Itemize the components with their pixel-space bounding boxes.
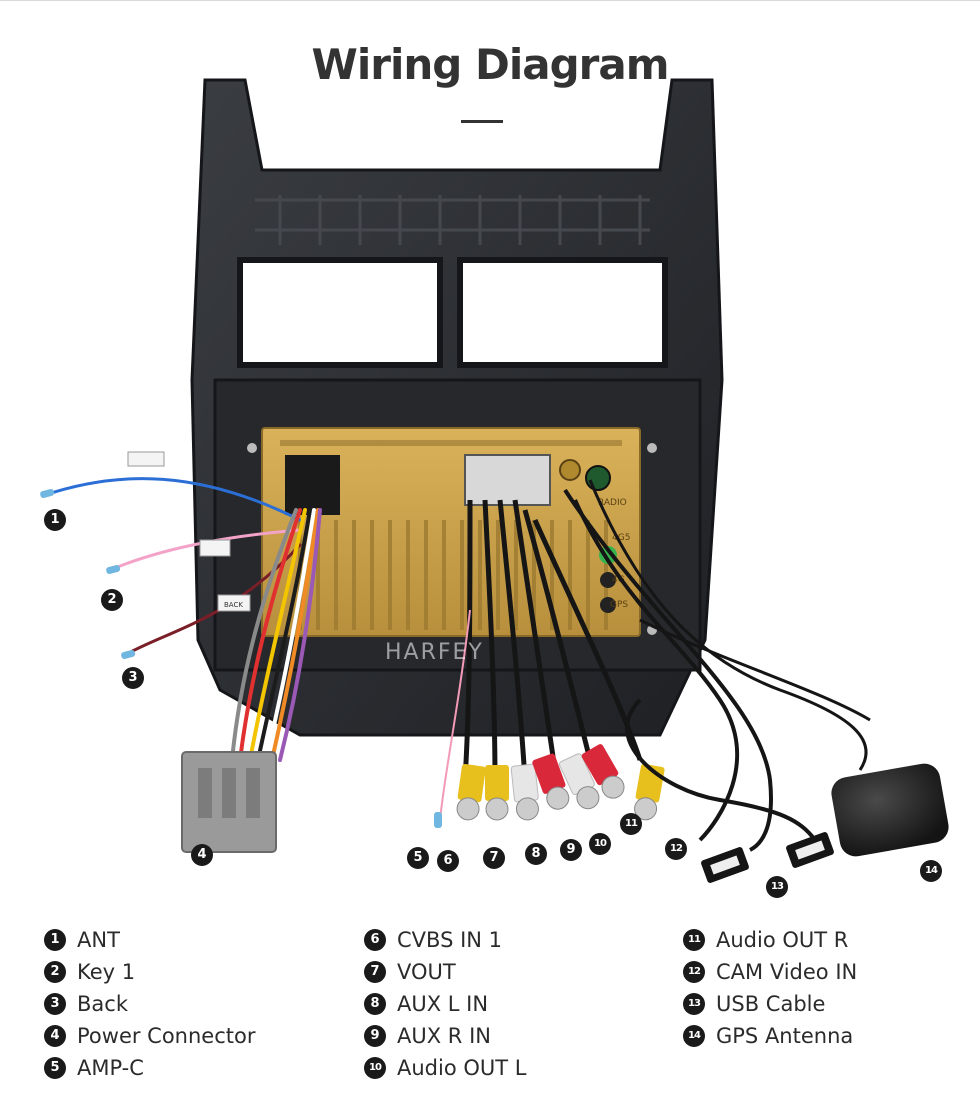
callout-2: 2 xyxy=(101,589,123,611)
legend-number: 7 xyxy=(364,961,386,983)
callout-7: 7 xyxy=(483,847,505,869)
callout-3: 3 xyxy=(122,667,144,689)
legend-label: Key 1 xyxy=(77,960,136,984)
callout-1: 1 xyxy=(44,509,66,531)
legend-item: 12 CAM Video IN xyxy=(683,956,857,988)
back-wire-tag: BACK xyxy=(224,601,243,609)
brand-watermark: HARFEY xyxy=(385,640,484,665)
legend-number: 5 xyxy=(44,1057,66,1079)
wiring-diagram-illustration: RADIO 4G5 4G GPS BACK xyxy=(40,78,949,883)
legend-item: 14 GPS Antenna xyxy=(683,1020,857,1052)
legend-item: 6 CVBS IN 1 xyxy=(364,924,526,956)
gps-port-label: GPS xyxy=(610,600,628,610)
rca-plugs xyxy=(456,744,665,821)
legend-label: AUX R IN xyxy=(397,1024,491,1048)
left-wire-harness: BACK xyxy=(40,451,322,762)
title-underline xyxy=(461,120,503,123)
legend-label: Audio OUT R xyxy=(716,928,849,952)
callout-11: 11 xyxy=(620,813,642,835)
legend-label: Back xyxy=(77,992,128,1016)
legend-column-1: 1 ANT 2 Key 1 3 Back 4 Power Connector 5 AMP-… xyxy=(44,924,255,1084)
rca-cable-bundle xyxy=(434,499,643,828)
legend-number: 13 xyxy=(683,993,705,1015)
legend-number: 10 xyxy=(364,1057,386,1079)
callout-12: 12 xyxy=(665,838,687,860)
legend-number: 14 xyxy=(683,1025,705,1047)
legend-item: 9 AUX R IN xyxy=(364,1020,526,1052)
legend-label: Audio OUT L xyxy=(397,1056,527,1080)
callout-9: 9 xyxy=(560,839,582,861)
legend-number: 6 xyxy=(364,929,386,951)
callout-13: 13 xyxy=(766,876,788,898)
callout-8: 8 xyxy=(525,843,547,865)
4g-port-label-a: 4G5 xyxy=(612,533,630,543)
legend-number: 11 xyxy=(683,929,705,951)
power-connector xyxy=(181,751,277,853)
legend-item: 10 Audio OUT L xyxy=(364,1052,526,1084)
legend-label: CAM Video IN xyxy=(716,960,858,984)
legend-number: 8 xyxy=(364,993,386,1015)
legend-column-3: 11 Audio OUT R 12 CAM Video IN 13 USB Cable… xyxy=(683,924,857,1052)
callout-10: 10 xyxy=(589,833,611,855)
legend-label: Power Connector xyxy=(77,1024,256,1048)
radio-port-label: RADIO xyxy=(598,498,627,508)
legend-label: ANT xyxy=(77,928,120,952)
usb-cables xyxy=(563,488,817,852)
legend-item: 3 Back xyxy=(44,988,255,1020)
legend-item: 7 VOUT xyxy=(364,956,526,988)
legend-label: GPS Antenna xyxy=(716,1024,854,1048)
legend-number: 2 xyxy=(44,961,66,983)
legend-item: 1 ANT xyxy=(44,924,255,956)
legend-item: 5 AMP-C xyxy=(44,1052,255,1084)
legend-item: 2 Key 1 xyxy=(44,956,255,988)
4g-port-label-b: 4G xyxy=(612,575,625,585)
legend-item: 13 USB Cable xyxy=(683,988,857,1020)
legend-item: 11 Audio OUT R xyxy=(683,924,857,956)
legend-column-2: 6 CVBS IN 1 7 VOUT 8 AUX L IN 9 AUX R IN 10 A… xyxy=(364,924,526,1084)
callout-6: 6 xyxy=(437,850,459,872)
legend-label: CVBS IN 1 xyxy=(397,928,503,952)
legend-label: AUX L IN xyxy=(397,992,489,1016)
legend-item: 4 Power Connector xyxy=(44,1020,255,1052)
legend-label: VOUT xyxy=(397,960,456,984)
legend-number: 4 xyxy=(44,1025,66,1047)
legend-number: 12 xyxy=(683,961,705,983)
legend-number: 1 xyxy=(44,929,66,951)
legend-number: 9 xyxy=(364,1025,386,1047)
legend-item: 8 AUX L IN xyxy=(364,988,526,1020)
top-divider xyxy=(0,0,980,1)
callout-4: 4 xyxy=(191,844,213,866)
legend-label: AMP-C xyxy=(77,1056,144,1080)
callout-5: 5 xyxy=(407,847,429,869)
gps-antenna xyxy=(588,479,949,857)
page-title: Wiring Diagram xyxy=(311,40,670,89)
legend-number: 3 xyxy=(44,993,66,1015)
callout-14: 14 xyxy=(920,860,942,882)
usb-plugs xyxy=(701,832,834,883)
legend-label: USB Cable xyxy=(716,992,826,1016)
